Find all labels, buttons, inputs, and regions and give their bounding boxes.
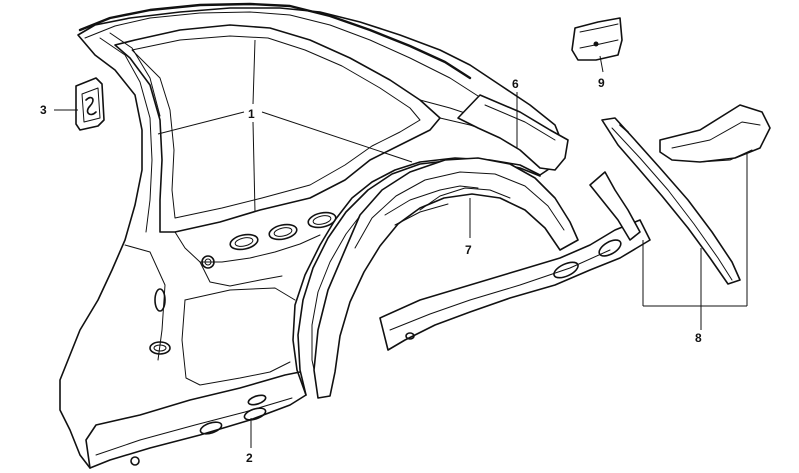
clip-part-3 <box>75 77 105 131</box>
callout-9: 9 <box>598 76 605 90</box>
callout-labels: 1 2 3 6 7 8 9 <box>40 76 702 465</box>
wheel-arch-inner <box>313 157 579 399</box>
side-quarter-panel <box>59 2 566 469</box>
rear-gutter-strip <box>457 94 569 171</box>
callout-6: 6 <box>512 77 519 91</box>
callout-7: 7 <box>465 243 472 257</box>
rear-inner-panel <box>379 104 771 351</box>
callout-8: 8 <box>695 331 702 345</box>
leader-lines <box>54 39 748 448</box>
callout-2: 2 <box>246 451 253 465</box>
callout-3: 3 <box>40 103 47 117</box>
callout-1: 1 <box>248 107 255 121</box>
bracket-part-9 <box>571 17 623 61</box>
